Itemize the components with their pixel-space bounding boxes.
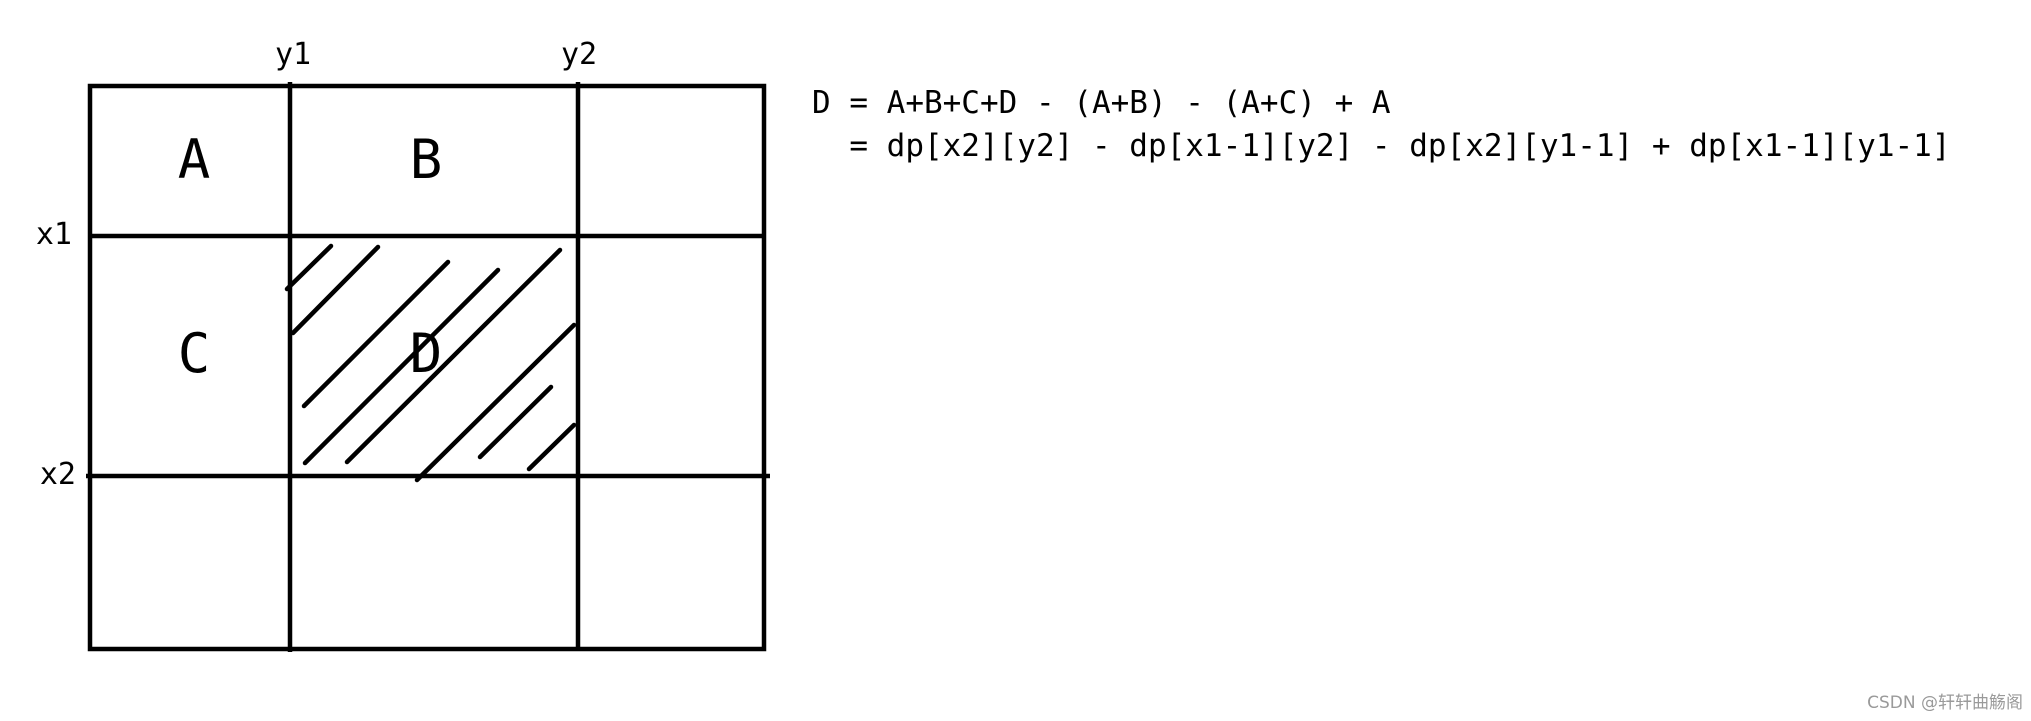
axis-label-x2: x2 — [40, 457, 76, 492]
watermark: CSDN @轩轩曲觞阁 — [1867, 693, 2023, 713]
hatch-stroke — [301, 259, 451, 409]
hatch-stroke — [290, 244, 381, 336]
region-label-b: B — [410, 128, 443, 191]
axis-label-y1: y1 — [275, 37, 311, 72]
hatch-stroke — [284, 243, 334, 292]
region-d-hatching — [284, 243, 577, 483]
hatch-stroke — [526, 422, 577, 472]
grid-outer-border — [87, 83, 767, 652]
hatch-stroke — [302, 267, 501, 466]
axis-label-y2: y2 — [561, 37, 597, 72]
region-label-c: C — [178, 322, 211, 385]
hatch-stroke — [414, 322, 577, 483]
hatch-stroke — [344, 247, 563, 465]
formula-line-1: D = A+B+C+D - (A+B) - (A+C) + A — [812, 85, 1391, 121]
axis-label-x1: x1 — [36, 217, 72, 252]
region-label-d: D — [410, 322, 443, 385]
formula-line-2: = dp[x2][y2] - dp[x1-1][y2] - dp[x2][y1-… — [812, 128, 1951, 164]
region-label-a: A — [178, 128, 211, 191]
hatch-stroke — [477, 384, 554, 460]
